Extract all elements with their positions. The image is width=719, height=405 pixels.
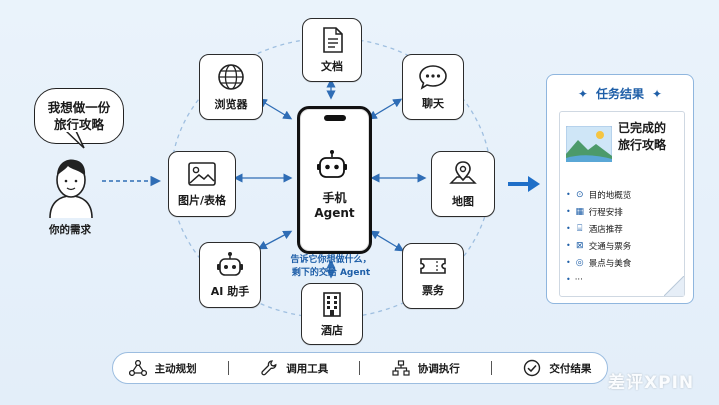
ticket-icon xyxy=(420,258,446,274)
globe-icon xyxy=(218,64,244,90)
bullet-dot: • xyxy=(566,275,571,284)
tool-label-image-table: 图片/表格 xyxy=(177,194,227,207)
request-speech-bubble: 我想做一份 旅行攻略 xyxy=(34,88,124,144)
bubble-line-1: 我想做一份 xyxy=(47,100,111,115)
tool-label-ticket: 票务 xyxy=(422,284,444,297)
watermark: 差评XPIN xyxy=(608,373,695,393)
result-item: • ⊠ 交通与票务 xyxy=(566,237,631,254)
done-line-2: 旅行攻略 xyxy=(618,138,667,152)
bubble-tail xyxy=(64,130,86,149)
landscape-thumbnail-icon xyxy=(566,126,612,162)
more-ellipsis: ··· xyxy=(574,274,583,285)
tool-card-chat: 聊天 xyxy=(402,54,464,120)
arrow-robot xyxy=(257,230,293,250)
result-header-text: 任务结果 xyxy=(595,87,644,101)
tool-label-document: 文档 xyxy=(321,60,343,73)
bed-icon: ⌸ xyxy=(577,223,583,234)
tool-label-hotel: 酒店 xyxy=(321,324,343,337)
nodes-icon xyxy=(128,360,147,376)
bullet-dot: • xyxy=(566,224,571,233)
tool-label-ai-assistant: AI 助手 xyxy=(210,285,250,298)
result-done-title: 已完成的 旅行攻略 xyxy=(618,120,666,154)
sparkle-icon: ✦ xyxy=(652,87,663,101)
tool-label-chat: 聊天 xyxy=(422,97,444,110)
result-header: ✦ 任务结果 ✦ xyxy=(547,85,693,102)
capability-label: 调用工具 xyxy=(286,362,329,375)
hierarchy-icon xyxy=(392,360,410,376)
result-more: •··· xyxy=(566,271,631,288)
capability-label: 交付结果 xyxy=(549,362,592,375)
arrow-ticket xyxy=(369,230,405,252)
result-item-label: 交通与票务 xyxy=(588,241,632,252)
arrow-to-result xyxy=(508,176,540,192)
user-avatar-icon xyxy=(49,159,93,219)
phone-notch xyxy=(323,115,346,121)
location-icon: ⊙ xyxy=(575,189,584,200)
calendar-icon: ▦ xyxy=(575,206,584,217)
agent-caption: 告诉它你想做什么， 剩下的交给 Agent xyxy=(286,254,376,280)
page-curl-icon xyxy=(664,276,684,296)
phone-title-line-1: 手机 xyxy=(322,191,347,205)
phone-title-line-2: Agent xyxy=(314,206,355,220)
tool-card-hotel: 酒店 xyxy=(301,283,363,345)
image-icon xyxy=(188,162,216,186)
tool-label-map: 地图 xyxy=(452,195,474,208)
capability-tools: 调用工具 xyxy=(260,359,328,377)
chat-icon xyxy=(419,65,447,90)
result-item: • ◎ 景点与美食 xyxy=(566,254,631,271)
result-item-label: 目的地概览 xyxy=(588,190,632,201)
capability-planning: 主动规划 xyxy=(128,360,197,376)
wrench-icon xyxy=(261,360,277,376)
divider xyxy=(491,361,493,375)
robot-icon xyxy=(217,252,243,276)
phone-title: 手机 Agent xyxy=(300,191,369,221)
caption-line-1: 告诉它你想做什么， xyxy=(290,255,372,265)
tool-card-browser: 浏览器 xyxy=(199,54,263,120)
result-item-label: 酒店推荐 xyxy=(588,224,623,235)
result-item: • ▦ 行程安排 xyxy=(566,203,631,220)
bullet-dot: • xyxy=(566,241,571,250)
result-list: •⊙目的地概览 •▦行程安排 •⌸酒店推荐 •⊠交通与票务 •◎景点与美食 •·… xyxy=(566,186,631,288)
divider xyxy=(359,361,361,375)
divider xyxy=(227,361,229,375)
hotel-building-icon xyxy=(323,292,341,317)
task-result-panel: ✦ 任务结果 ✦ 已完成的 旅行攻略 • ⊙ 目的地概览 • ▦ 行程安排 • ⌸ 酒店推荐 •… xyxy=(546,74,694,304)
capability-deliver: 交付结果 xyxy=(523,359,591,377)
bullet-dot: • xyxy=(566,207,571,216)
result-document: 已完成的 旅行攻略 •⊙目的地概览 •▦行程安排 •⌸酒店推荐 •⊠交通与票务 … xyxy=(559,111,685,297)
tool-card-ticket: 票务 xyxy=(402,243,464,309)
tool-card-map: 地图 xyxy=(431,151,495,217)
arrow-globe xyxy=(257,98,293,120)
tool-card-ai-assistant: AI 助手 xyxy=(199,242,261,308)
tool-label-browser: 浏览器 xyxy=(214,98,248,111)
camera-icon: ◎ xyxy=(575,257,584,268)
capability-label: 主动规划 xyxy=(154,362,197,375)
phone-agent: 手机 Agent xyxy=(297,106,372,254)
ticket-icon: ⊠ xyxy=(575,240,584,251)
document-icon xyxy=(323,27,343,53)
tool-card-document: 文档 xyxy=(302,18,362,82)
bullet-dot: • xyxy=(566,190,571,199)
capability-coordinate: 协调执行 xyxy=(392,360,460,376)
tool-card-image-table: 图片/表格 xyxy=(168,151,236,217)
result-item-label: 景点与美食 xyxy=(588,258,632,269)
arrow-chat xyxy=(367,98,403,120)
sparkle-icon: ✦ xyxy=(577,87,588,101)
capability-bar: 主动规划 调用工具 协调执行 交付结果 xyxy=(112,352,608,384)
result-item: • ⌸ 酒店推荐 xyxy=(566,220,631,237)
user-requirement-label: 你的需求 xyxy=(49,224,91,236)
caption-line-2: 剩下的交给 Agent xyxy=(291,268,371,278)
done-line-1: 已完成的 xyxy=(618,121,667,135)
result-item: • ⊙ 目的地概览 xyxy=(566,186,631,203)
map-pin-icon xyxy=(449,161,477,184)
result-item-label: 行程安排 xyxy=(588,207,623,218)
bullet-dot: • xyxy=(566,258,571,267)
capability-label: 协调执行 xyxy=(417,362,460,375)
check-circle-icon xyxy=(524,359,541,377)
bubble-line-2: 旅行攻略 xyxy=(53,117,104,132)
robot-face-icon xyxy=(317,150,347,178)
